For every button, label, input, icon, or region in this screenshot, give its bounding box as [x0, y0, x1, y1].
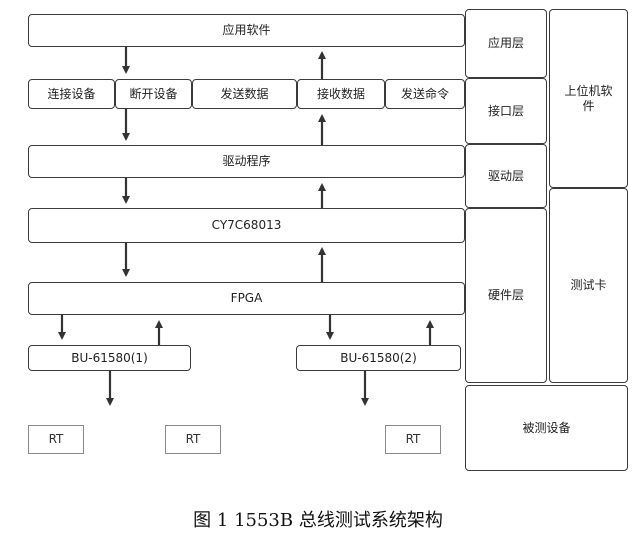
device-under-test-box: 被测设备: [465, 385, 628, 471]
disconnect-device-box: 断开设备: [115, 79, 192, 109]
send-command-box: 发送命令: [385, 79, 465, 109]
connect-device-box: 连接设备: [28, 79, 115, 109]
host-software-box: 上位机软件: [549, 9, 628, 188]
driver-program-box: 驱动程序: [28, 145, 465, 178]
driver-layer-box: 驱动层: [465, 144, 547, 208]
receive-data-box: 接收数据: [297, 79, 385, 109]
rt-1-box: RT: [28, 425, 84, 454]
fpga-box: FPGA: [28, 282, 465, 315]
interface-layer-box: 接口层: [465, 78, 547, 144]
application-layer-box: 应用层: [465, 9, 547, 78]
figure-caption: 图 1 1553B 总线测试系统架构: [193, 510, 443, 531]
send-data-box: 发送数据: [192, 79, 297, 109]
bu-61580-1-box: BU-61580(1): [28, 345, 191, 371]
usb-chip-box: CY7C68013: [28, 208, 465, 243]
rt-3-box: RT: [385, 425, 441, 454]
app-software-box: 应用软件: [28, 14, 465, 47]
rt-2-box: RT: [165, 425, 221, 454]
bu-61580-2-box: BU-61580(2): [296, 345, 461, 371]
hardware-layer-box: 硬件层: [465, 208, 547, 383]
test-card-box: 测试卡: [549, 188, 628, 383]
host-software-label: 上位机软件: [564, 83, 613, 113]
